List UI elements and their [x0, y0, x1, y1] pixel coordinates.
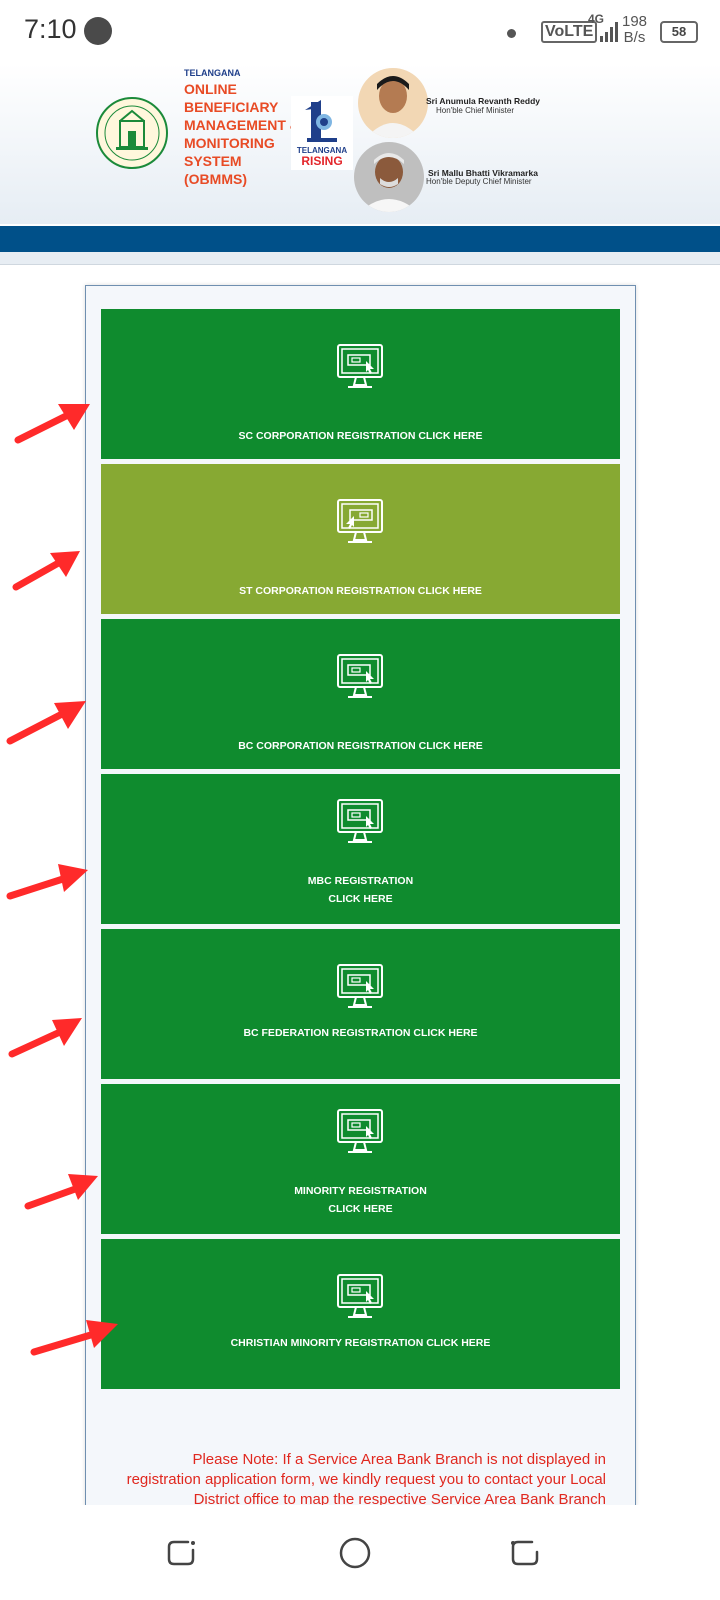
red-arrow-icon — [6, 864, 88, 900]
bc-federation-registration-button[interactable]: BC FEDERATION REGISTRATION CLICK HERE — [101, 929, 620, 1079]
computer-monitor-icon — [337, 1109, 383, 1153]
computer-monitor-icon — [337, 1274, 383, 1318]
battery-icon: 58 — [660, 21, 698, 43]
system-navigation-bar — [0, 1505, 720, 1600]
network-generation: 4G — [588, 12, 605, 26]
official-name: Sri Mallu Bhatti Vikramarka — [428, 168, 538, 178]
title-line: BENEFICIARY — [184, 99, 279, 115]
christian-minority-registration-button[interactable]: CHRISTIAN MINORITY REGISTRATION CLICK HE… — [101, 1239, 620, 1389]
status-bar: 7:10 VoLTE 4G 198 B/s 58 — [0, 0, 720, 64]
state-label: TELANGANA — [184, 68, 241, 78]
recent-apps-icon[interactable] — [166, 1538, 196, 1568]
telangana-rising-logo: TELANGANA RISING — [291, 96, 353, 170]
red-arrow-icon — [8, 1018, 82, 1058]
minority-registration-button[interactable]: MINORITY REGISTRATION CLICK HERE — [101, 1084, 620, 1234]
tile-label: SC CORPORATION REGISTRATION CLICK HERE — [238, 430, 483, 442]
computer-monitor-icon — [337, 964, 383, 1008]
portal-title: ONLINE BENEFICIARY MANAGEMENT & MONITORI… — [184, 80, 300, 188]
bc-corporation-registration-button[interactable]: BC CORPORATION REGISTRATION CLICK HERE — [101, 619, 620, 769]
chief-minister-photo — [358, 68, 428, 138]
red-arrow-icon — [24, 1174, 98, 1210]
st-corporation-registration-button[interactable]: ST CORPORATION REGISTRATION CLICK HERE — [101, 464, 620, 614]
screen-record-icon — [84, 17, 112, 45]
network-speed-value: 198 — [622, 13, 648, 30]
title-line: (OBMMS) — [184, 171, 247, 187]
status-time: 7:10 — [24, 14, 77, 44]
signal-strength-icon — [600, 22, 618, 42]
official-role: Hon'ble Chief Minister — [436, 106, 515, 115]
computer-monitor-icon — [337, 654, 383, 698]
tile-label: ST CORPORATION REGISTRATION CLICK HERE — [239, 585, 482, 597]
bank-branch-note: Please Note: If a Service Area Bank Bran… — [126, 1451, 606, 1508]
tile-label: BC CORPORATION REGISTRATION CLICK HERE — [238, 740, 483, 752]
network-speed-unit: B/s — [623, 29, 646, 46]
mbc-registration-button[interactable]: MBC REGISTRATION CLICK HERE — [101, 774, 620, 924]
title-line: ONLINE — [184, 81, 237, 97]
rising-label: RISING — [301, 154, 343, 168]
network-speed: 198 B/s — [622, 14, 647, 46]
computer-monitor-icon — [337, 499, 383, 543]
tile-label: MBC REGISTRATION — [307, 875, 414, 887]
tile-label: BC FEDERATION REGISTRATION CLICK HERE — [243, 1027, 478, 1039]
registration-panel: SC CORPORATION REGISTRATION CLICK HERE S… — [85, 285, 636, 1508]
back-icon[interactable] — [510, 1538, 540, 1568]
official-role: Hon'ble Deputy Chief Minister — [426, 177, 532, 186]
deputy-chief-minister-photo — [354, 142, 424, 212]
red-arrow-icon — [6, 701, 86, 745]
official-name: Sri Anumula Revanth Reddy — [426, 96, 540, 106]
red-arrow-icon — [14, 404, 90, 444]
tile-label: CHRISTIAN MINORITY REGISTRATION CLICK HE… — [230, 1337, 491, 1349]
tile-label-sub: CLICK HERE — [328, 1203, 393, 1215]
computer-monitor-icon — [337, 344, 383, 388]
volte-badge: VoLTE — [541, 21, 598, 43]
telangana-emblem-logo — [96, 97, 168, 169]
notification-dot-icon — [507, 29, 516, 38]
computer-monitor-icon — [337, 799, 383, 843]
sc-corporation-registration-button[interactable]: SC CORPORATION REGISTRATION CLICK HERE — [101, 309, 620, 459]
red-arrow-icon — [12, 551, 80, 591]
rising-state-label: TELANGANA — [296, 146, 348, 155]
home-icon[interactable] — [338, 1536, 372, 1570]
navigation-band — [0, 226, 720, 252]
tile-label: MINORITY REGISTRATION — [294, 1185, 427, 1197]
tile-label-sub: CLICK HERE — [328, 893, 393, 905]
header-divider — [0, 252, 720, 265]
title-line: MONITORING — [184, 135, 275, 151]
rising-emblem-icon — [305, 100, 337, 142]
title-line: SYSTEM — [184, 153, 242, 169]
title-line: MANAGEMENT & — [184, 117, 300, 133]
red-arrow-icon — [30, 1320, 118, 1356]
